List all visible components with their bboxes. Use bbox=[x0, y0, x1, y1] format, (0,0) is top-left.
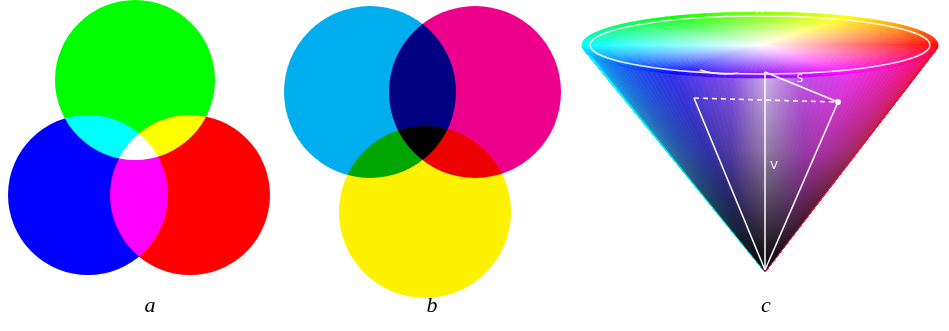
panel-letter: c bbox=[761, 294, 771, 316]
rgb-circles bbox=[8, 0, 270, 275]
axis-label: H bbox=[756, 4, 764, 15]
axis-label: S bbox=[797, 74, 803, 84]
hsv-cone bbox=[582, 12, 938, 272]
panel-letter: a bbox=[145, 294, 156, 316]
axis-label: V bbox=[770, 160, 778, 171]
red-circle bbox=[110, 115, 270, 275]
cone-guides bbox=[590, 16, 930, 270]
yellow-circle bbox=[339, 126, 511, 298]
panel-letter: b bbox=[427, 294, 438, 316]
cmy-circles bbox=[280, 0, 570, 305]
